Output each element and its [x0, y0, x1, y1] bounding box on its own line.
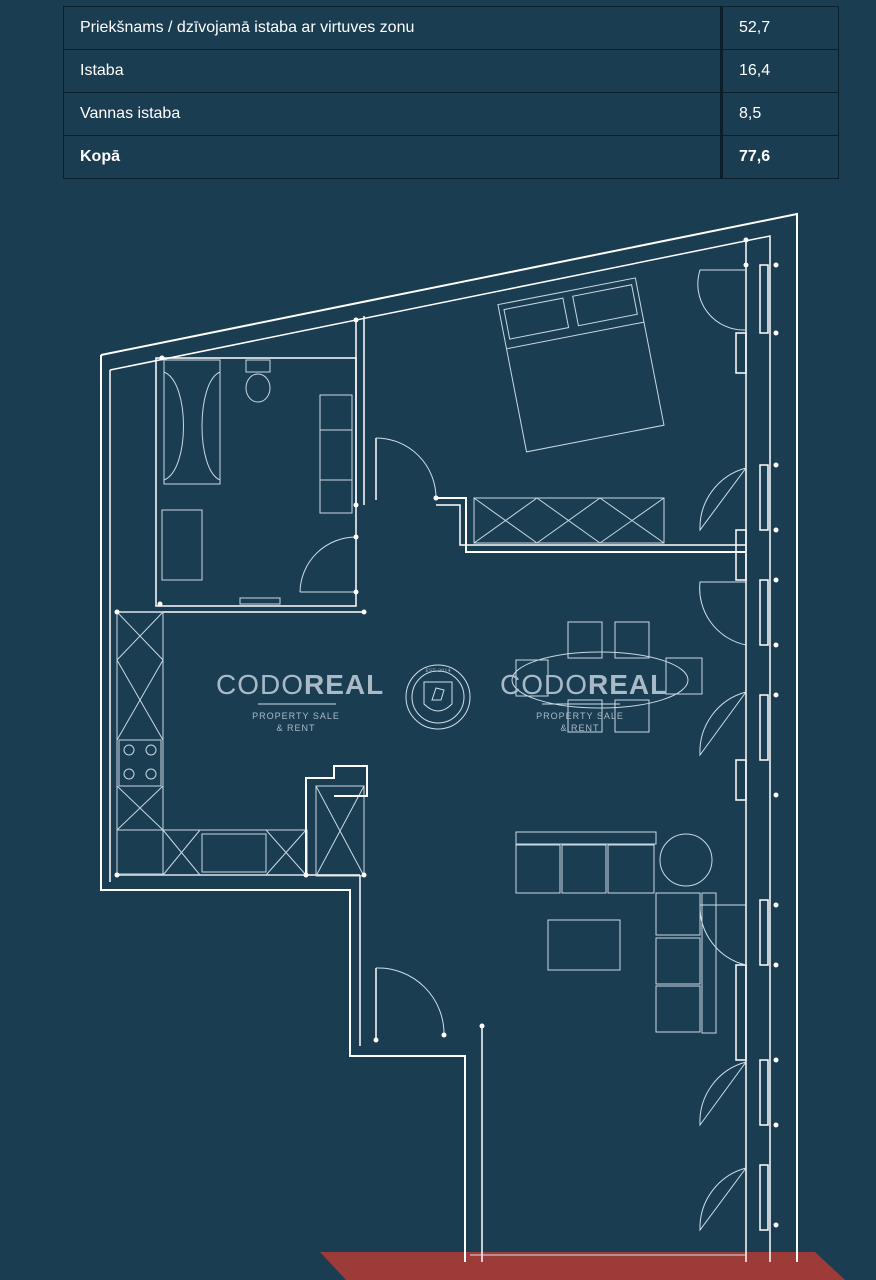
room-area: 8,5	[720, 92, 839, 136]
svg-text:CODOREAL: CODOREAL	[500, 669, 668, 700]
outer-walls	[100, 212, 798, 1262]
seal-text: EST. 2014	[425, 668, 451, 674]
area-table: Priekšnams / dzīvojamā istaba ar virtuve…	[63, 6, 839, 179]
table-row: Istaba 16,4	[63, 49, 839, 93]
accent-bar	[320, 1252, 845, 1280]
window-piers	[735, 264, 769, 1231]
room-name: Vannas istaba	[63, 92, 722, 136]
tagline-right-1: PROPERTY SALE	[536, 711, 624, 721]
sofa	[515, 831, 717, 1034]
brand-left-b: REAL	[304, 669, 384, 700]
tagline-2: & RENT	[276, 723, 315, 733]
bathroom	[117, 357, 364, 613]
kitchen	[116, 611, 368, 877]
wall-junctions	[114, 237, 779, 1228]
table-row: Vannas istaba 8,5	[63, 92, 839, 136]
entrance-door	[375, 967, 445, 1040]
room-area: 52,7	[720, 6, 839, 50]
room-name: Priekšnams / dzīvojamā istaba ar virtuve…	[63, 6, 722, 50]
svg-text:CODOREAL: CODOREAL	[216, 669, 384, 700]
brand-right-b: REAL	[588, 669, 668, 700]
window-swings	[697, 269, 747, 1232]
brand-left-a: CODO	[216, 669, 304, 700]
room-name: Istaba	[63, 49, 722, 93]
table-row: Priekšnams / dzīvojamā istaba ar virtuve…	[63, 6, 839, 50]
tagline-right-2: & RENT	[560, 723, 599, 733]
total-label: Kopā	[63, 135, 722, 179]
floor-plan: CODOREAL PROPERTY SALE & RENT EST. 2014 …	[100, 212, 845, 1280]
dining-set	[511, 621, 703, 733]
watermark: CODOREAL PROPERTY SALE & RENT EST. 2014 …	[216, 664, 668, 733]
table-total-row: Kopā 77,6	[63, 135, 839, 179]
brand-right-a: CODO	[500, 669, 588, 700]
total-area: 77,6	[720, 135, 839, 179]
tagline-1: PROPERTY SALE	[252, 711, 340, 721]
room-area: 16,4	[720, 49, 839, 93]
bed	[497, 277, 665, 453]
bedroom-walls	[355, 316, 746, 553]
seal-logo: EST. 2014	[405, 664, 471, 730]
